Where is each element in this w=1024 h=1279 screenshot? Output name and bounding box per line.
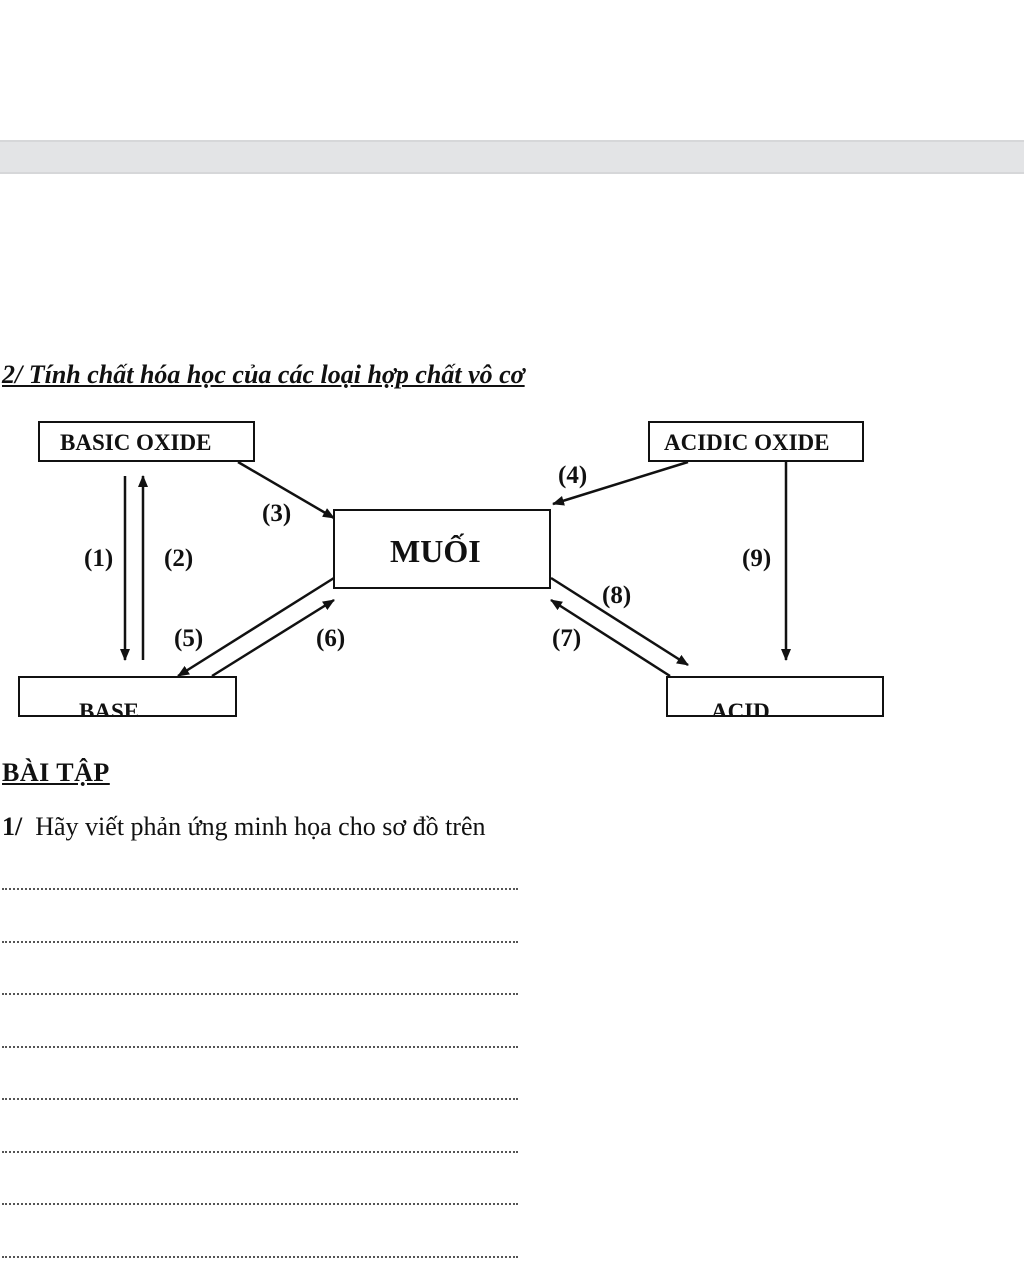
- label-8: (8): [602, 582, 632, 609]
- arrow-7: [550, 598, 671, 678]
- node-acidic-oxide-label: ACIDIC OXIDE: [664, 430, 830, 455]
- question-1-number: 1/: [2, 812, 23, 841]
- arrow-8: [550, 576, 689, 667]
- node-basic-oxide-label: BASIC OXIDE: [60, 430, 212, 455]
- question-1: 1/ Hãy viết phản ứng minh họa cho sơ đồ …: [2, 812, 486, 842]
- node-base-label: BASE: [79, 699, 140, 717]
- node-basic-oxide: BASIC OXIDE: [38, 421, 255, 462]
- arrow-5: [177, 576, 335, 678]
- arrow-6: [211, 598, 335, 678]
- label-5: (5): [174, 625, 204, 652]
- node-acidic-oxide: ACIDIC OXIDE: [648, 421, 864, 462]
- label-6: (6): [316, 625, 346, 652]
- label-1: (1): [84, 545, 114, 572]
- page-separator: [0, 140, 1024, 174]
- answer-line[interactable]: [2, 993, 518, 995]
- answer-line[interactable]: [2, 1203, 518, 1205]
- answer-line[interactable]: [2, 1045, 518, 1048]
- answer-line[interactable]: [2, 940, 518, 943]
- answer-line[interactable]: [2, 888, 518, 890]
- answer-line[interactable]: [2, 1098, 518, 1100]
- question-1-text: Hãy viết phản ứng minh họa cho sơ đồ trê…: [35, 812, 486, 841]
- node-base: BASE: [18, 676, 237, 717]
- node-acid: ACID: [666, 676, 884, 717]
- label-3: (3): [262, 500, 292, 527]
- answer-line[interactable]: [2, 1150, 518, 1153]
- node-salt-label: MUỐI: [390, 533, 481, 569]
- section-title: 2/ Tính chất hóa học của các loại hợp ch…: [2, 360, 525, 389]
- label-2: (2): [164, 545, 194, 572]
- label-9: (9): [742, 545, 772, 572]
- exercise-title: BÀI TẬP: [2, 758, 110, 787]
- label-4: (4): [558, 462, 588, 489]
- node-acid-label: ACID: [711, 699, 770, 717]
- arrow-3: [237, 460, 335, 520]
- label-7: (7): [552, 625, 582, 652]
- node-salt: MUỐI: [333, 509, 551, 589]
- arrow-4: [552, 460, 689, 506]
- answer-line[interactable]: [2, 1255, 518, 1258]
